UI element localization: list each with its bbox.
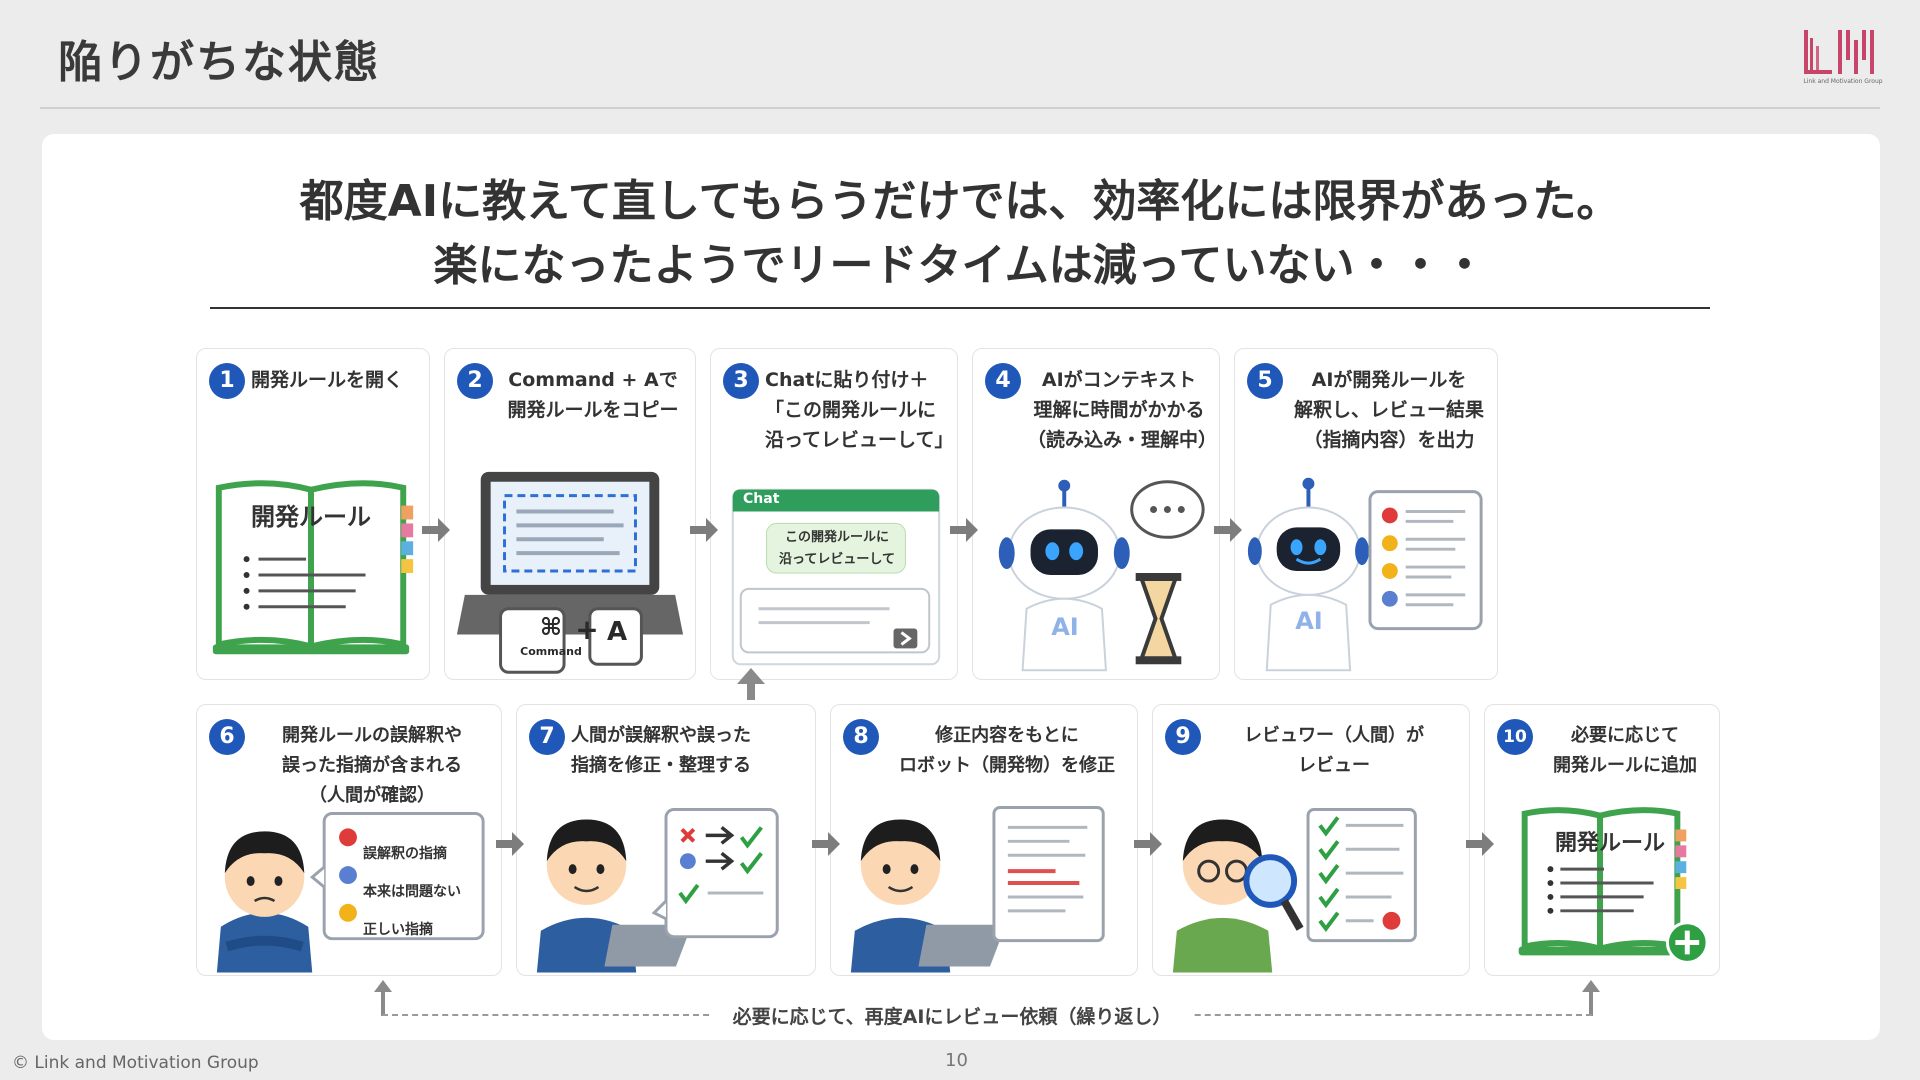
step-label-2: Command + Aで 開発ルールをコピー (507, 369, 679, 421)
step-label-1: 開発ルールを開く (251, 369, 404, 391)
robot-label-step-5: AI (1295, 607, 1323, 635)
step-number-5: 5 (1247, 363, 1283, 399)
step-number-10: 10 (1497, 719, 1533, 755)
confused-person-icon (216, 812, 485, 973)
page-title: 陥りがちな状態 (58, 37, 380, 88)
step-label-10: 必要に応じて 開発ルールに追加 (1553, 725, 1697, 776)
arrow-right-icon (496, 832, 524, 856)
reviewer-magnifier-icon (1172, 808, 1417, 973)
laptop-icon (456, 471, 684, 674)
step-number-9: 9 (1165, 719, 1201, 755)
lead-underline (210, 307, 1710, 309)
book-title: 開発ルール (251, 503, 371, 531)
book-title-step-10: 開発ルール (1555, 831, 1666, 856)
step-number-7: 7 (529, 719, 565, 755)
step-number-8: 8 (843, 719, 879, 755)
step6-check-list: 誤解釈の指摘 本来は問題ない 正しい指摘 (363, 835, 461, 949)
check-item-no-problem: 本来は問題ない (363, 884, 461, 900)
arrow-right-icon (422, 518, 450, 542)
step-number-1: 1 (209, 363, 245, 399)
step-card-10: 10 必要に応じて 開発ルールに追加 開発ルール (1484, 704, 1720, 976)
loop-arrow-right-icon (1582, 980, 1600, 1016)
step-label-6: 開発ルールの誤解釈や 誤った指摘が含まれる （人間が確認） (282, 725, 462, 806)
lmg-logo (1804, 30, 1874, 74)
arrow-up-icon (737, 668, 765, 700)
loop-arrow-left-icon (374, 980, 392, 1016)
step-label-7: 人間が誤解釈や誤った 指摘を修正・整理する (571, 725, 751, 776)
step-card-2: 2 Command + Aで 開発ルールをコピー ⌘ Command + A (444, 348, 696, 680)
chat-window-icon (731, 488, 941, 666)
header-divider (40, 107, 1880, 109)
arrow-right-icon (812, 832, 840, 856)
book-add-icon (1518, 807, 1709, 964)
step-number-6: 6 (209, 719, 245, 755)
step-label-5: AIが開発ルールを 解釈し、レビュー結果 （指摘内容）を出力 (1293, 369, 1484, 451)
step-card-4: 4 AIがコンテキスト 理解に時間がかかる （読み込み・理解中） AI (972, 348, 1220, 680)
book-icon (212, 480, 414, 655)
check-item-misinterpretation: 誤解釈の指摘 (363, 846, 447, 862)
arrow-right-icon (950, 518, 978, 542)
lead-line-1: 都度AIに教えて直してもらうだけでは、効率化には限界があった。 (299, 176, 1621, 227)
arrow-right-icon (1214, 518, 1242, 542)
page-number: 10 (945, 1050, 968, 1071)
thinking-robot-icon (998, 479, 1205, 672)
lead-line-2: 楽になったようでリードタイムは減っていない・・・ (433, 240, 1487, 291)
chat-header: Chat (743, 491, 780, 507)
command-key-label: Command (520, 645, 582, 658)
step-card-5: 5 AIが開発ルールを 解釈し、レビュー結果 （指摘内容）を出力 AI (1234, 348, 1498, 680)
step-number-4: 4 (985, 363, 1021, 399)
step-label-4: AIがコンテキスト 理解に時間がかかる （読み込み・理解中） (1027, 369, 1218, 451)
robot-label-step-4: AI (1051, 613, 1079, 641)
step-number-3: 3 (723, 363, 759, 399)
a-key-label: A (606, 617, 628, 647)
step-label-8: 修正内容をもとに ロボット（開発物）を修正 (899, 725, 1115, 776)
plus-sign: + (575, 613, 599, 646)
footer-copyright: © Link and Motivation Group (12, 1053, 259, 1073)
lead-message: 都度AIに教えて直してもらうだけでは、効率化には限界があった。 楽になったようで… (150, 170, 1770, 298)
step-label-9: レビュワー（人間）が レビュー (1244, 725, 1424, 776)
step-card-7: 7 人間が誤解釈や誤った 指摘を修正・整理する (516, 704, 816, 976)
chat-bubble-line-1: この開発ルールに (784, 530, 889, 545)
step-card-1: 1 開発ルールを開く 開発ルール (196, 348, 430, 680)
step-card-6: 6 開発ルールの誤解釈や 誤った指摘が含まれる （人間が確認） 誤解釈の指摘 本… (196, 704, 502, 976)
step-label-3: Chatに貼り付け＋ 「この開発ルールに 沿ってレビューして」 (765, 369, 954, 451)
step-number-2: 2 (457, 363, 493, 399)
arrow-right-icon (690, 518, 718, 542)
loop-caption: 必要に応じて、再度AIにレビュー依頼（繰り返し） (712, 1002, 1192, 1029)
step-card-8: 8 修正内容をもとに ロボット（開発物）を修正 (830, 704, 1138, 976)
person-editing-icon (536, 808, 779, 973)
logo-subtitle: Link and Motivation Group (1803, 78, 1883, 85)
command-key-symbol: ⌘ (539, 613, 563, 641)
arrow-right-icon (1466, 832, 1494, 856)
chat-bubble: この開発ルールに 沿ってレビューして (767, 527, 907, 571)
step-card-9: 9 レビュワー（人間）が レビュー (1152, 704, 1470, 976)
person-fixing-icon (850, 806, 1105, 973)
review-output-icon (1247, 477, 1483, 672)
chat-bubble-line-2: 沿ってレビューして (779, 552, 895, 567)
step-card-3: 3 Chatに貼り付け＋ 「この開発ルールに 沿ってレビューして」 Chat こ… (710, 348, 958, 680)
check-item-correct: 正しい指摘 (363, 922, 433, 938)
arrow-right-icon (1134, 832, 1162, 856)
